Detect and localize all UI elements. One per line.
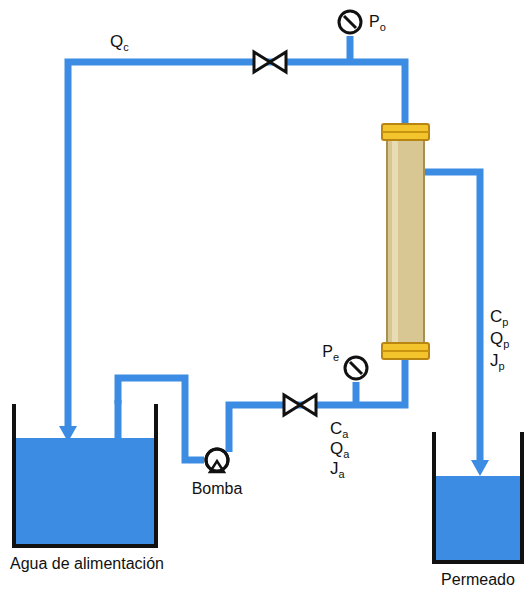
node-label: Bomba [192,479,243,498]
feed-tank: Agua de alimentación [12,404,158,548]
permeate-pipe [425,172,480,462]
permeate-tank: Permeado [432,432,524,564]
permeate-tank-shape [432,432,524,564]
subscript: o [380,21,386,33]
node-label: Agua de alimentación [4,554,170,573]
membrane-module [382,124,429,359]
pump-shape [204,447,230,473]
flow-variable: Ja [330,459,345,480]
pipes [68,36,480,462]
gauge-stem [353,382,360,405]
subscript: p [503,338,509,350]
flow-variable: Ca [330,419,348,440]
node-label: Po [369,12,386,33]
feed-pipe [229,358,405,452]
node-label: Pe [322,342,339,363]
arrowhead [471,460,489,476]
subscript: c [123,41,129,53]
suction-pipe [115,400,122,442]
pressure-gauge: Pe [343,355,369,381]
subscript: p [502,316,508,328]
concentrate-pipe [68,62,405,428]
feed-tank-shape [12,404,158,548]
node-label: Permeado [441,570,515,589]
subscript: a [339,468,345,480]
subscript: a [342,428,348,440]
flow-variable: Cp [490,307,508,328]
pressure-gauge: Po [337,9,363,35]
pressure-gauge-shape [337,9,363,35]
valve [284,395,316,415]
pump: Bomba [204,447,230,473]
flow-variable: Jp [490,351,505,372]
valve [254,52,286,72]
subscript: e [333,351,339,363]
pressure-gauge-shape [343,355,369,381]
subscript: p [499,360,505,372]
subscript: a [343,448,349,460]
flow-variable: Qp [490,329,509,350]
gauge-stem [347,36,354,62]
flow-variable: Qa [330,439,349,460]
flow-variable: Qc [110,32,129,53]
